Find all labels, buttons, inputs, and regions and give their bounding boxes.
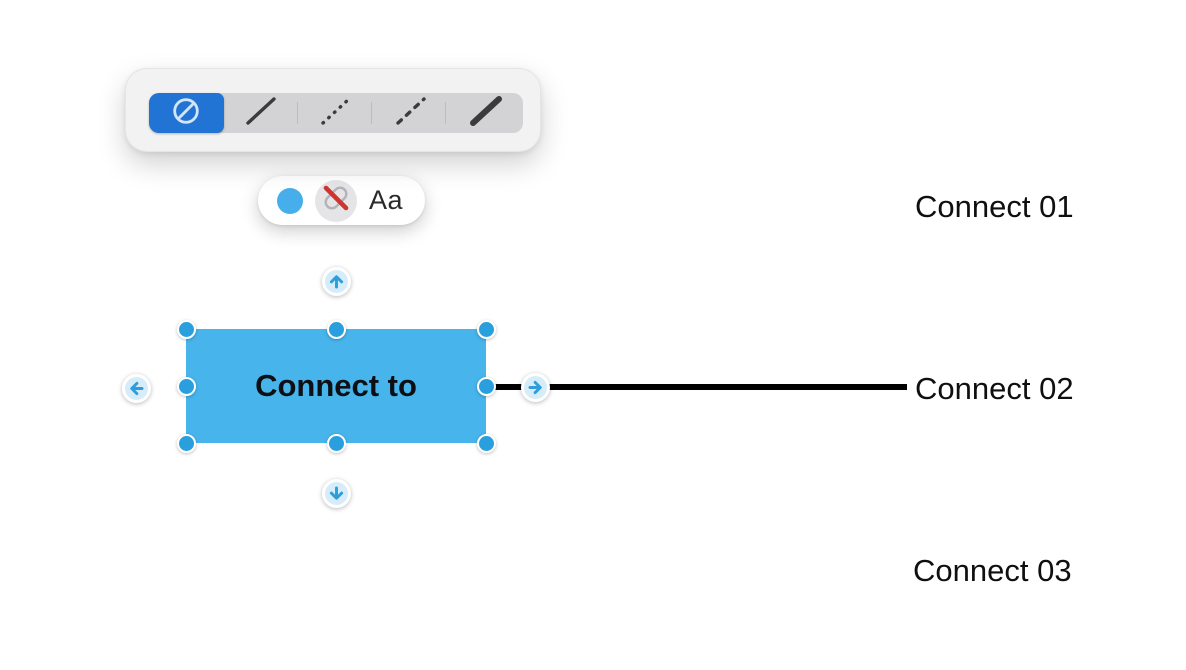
arrow-up-icon (327, 272, 346, 291)
segment-separator (297, 102, 298, 124)
resize-handle-top-left[interactable] (176, 319, 196, 339)
thick-line-icon (449, 91, 523, 136)
resize-handle-top-center[interactable] (326, 319, 346, 339)
connect-arrow-left-button[interactable] (121, 373, 151, 403)
border-style-button[interactable] (315, 179, 357, 222)
shape-connect-to[interactable]: Connect to (186, 329, 486, 443)
segment-separator (371, 102, 372, 124)
canvas-label-connect-03[interactable]: Connect 03 (913, 553, 1072, 588)
circle-slash-icon (168, 93, 204, 134)
text-style-button[interactable]: Aa (369, 185, 404, 215)
canvas-label-connect-02[interactable]: Connect 02 (915, 371, 1074, 406)
fill-color-swatch[interactable] (277, 187, 303, 214)
line-style-popover (125, 68, 541, 152)
arrow-right-icon (526, 378, 545, 397)
resize-handle-middle-right[interactable] (476, 376, 496, 396)
resize-handle-top-right[interactable] (476, 319, 496, 339)
resize-handle-bottom-right[interactable] (476, 433, 496, 453)
segment-line-dotted[interactable] (299, 93, 374, 133)
resize-handle-middle-left[interactable] (176, 376, 196, 396)
segment-line-none[interactable] (149, 93, 224, 133)
segment-separator (445, 102, 446, 124)
line-style-segmented-control (149, 93, 523, 133)
arrow-left-icon (127, 379, 146, 398)
shape-style-pill: Aa (258, 176, 425, 225)
dashed-line-icon (374, 91, 448, 136)
connect-arrow-right-button[interactable] (520, 372, 550, 402)
segment-line-thick[interactable] (448, 93, 523, 133)
resize-handle-bottom-center[interactable] (326, 433, 346, 453)
thin-line-icon (224, 91, 298, 136)
shape-label: Connect to (255, 368, 417, 403)
connect-arrow-down-button[interactable] (321, 478, 351, 508)
resize-handle-bottom-left[interactable] (176, 433, 196, 453)
no-border-capsule-icon (319, 181, 353, 220)
canvas-label-connect-01[interactable]: Connect 01 (915, 189, 1074, 224)
connector-line[interactable] (487, 384, 907, 390)
segment-line-thin[interactable] (224, 93, 299, 133)
segment-line-dashed[interactable] (373, 93, 448, 133)
connect-arrow-up-button[interactable] (321, 266, 351, 296)
dotted-line-icon (299, 91, 373, 136)
arrow-down-icon (327, 484, 346, 503)
